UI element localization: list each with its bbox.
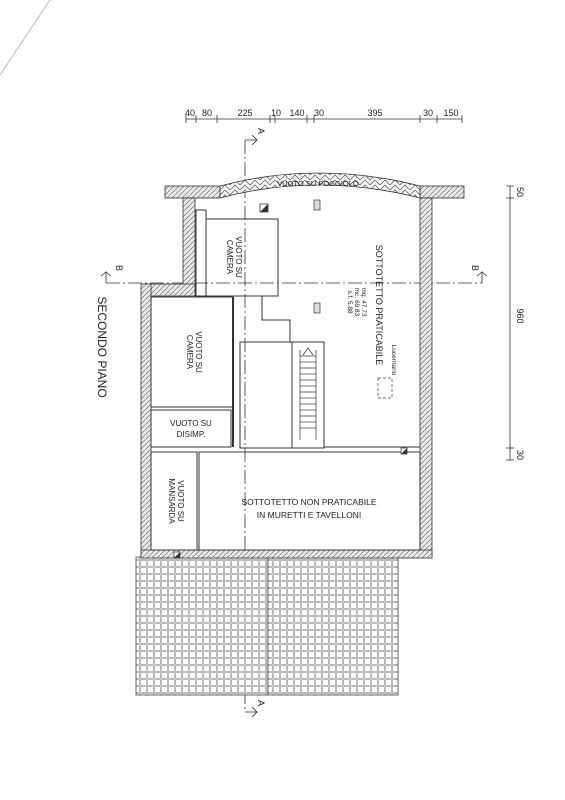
skylight-label: Lucernario <box>390 345 397 376</box>
floor-label: SECONDO PIANO <box>95 296 109 397</box>
section-mark-a-top: A <box>256 128 266 134</box>
section-mark-b-right: B <box>470 265 480 271</box>
roof-tiles-right <box>267 556 399 696</box>
attic-area-mq: mq. 47.73 <box>360 288 367 317</box>
staircase <box>299 347 317 440</box>
interior-walls <box>150 209 421 551</box>
mansarda-label-1: VUOTO SU <box>176 480 185 522</box>
section-line-a: A A <box>244 128 266 718</box>
attic-volume-mc: mc. 69.83 <box>353 288 360 317</box>
attic-sf: s.f. 5.88 <box>346 290 353 314</box>
page-fold-mark <box>0 0 51 76</box>
dim-right-3: 30 <box>515 450 525 460</box>
section-line-b: B B <box>100 265 488 284</box>
disimp-label-2: DISIMP. <box>177 430 206 439</box>
dim-top-7: 395 <box>367 108 382 118</box>
camera-top-label-2: CAMERA <box>225 240 234 275</box>
dim-top-8: 30 <box>423 108 433 118</box>
balcony <box>219 172 421 199</box>
section-mark-b-left: B <box>114 265 124 271</box>
drain-icon-3-fill <box>174 552 180 558</box>
dim-top-4: 10 <box>271 108 281 118</box>
roof-tiles-left <box>135 556 269 696</box>
dim-right-1: 50 <box>515 187 525 197</box>
non-practicable-label-2: IN MURETTI E TAVELLONI <box>257 510 361 520</box>
chimney-square <box>313 199 321 211</box>
right-dimension-line: 50 960 30 <box>506 185 525 461</box>
dim-top-6: 30 <box>314 108 324 118</box>
dim-top-9: 150 <box>443 108 458 118</box>
camera-mid-label-2: CAMERA <box>185 335 194 370</box>
skylight-icon <box>377 377 393 399</box>
dim-top-3: 225 <box>237 108 252 118</box>
column-square <box>313 302 321 314</box>
dim-top-1: 40 <box>185 108 195 118</box>
attic-title: SOTTOTETTO PRATICABILE <box>374 245 384 366</box>
drain-icon-2-fill <box>401 448 407 454</box>
non-practicable-label-1: SOTTOTETTO NON PRATICABILE <box>241 497 376 507</box>
drain-icon-fill <box>260 204 268 212</box>
camera-top-label-1: VUOTO SU <box>234 236 243 278</box>
disimp-label-1: VUOTO SU <box>170 419 212 428</box>
mansarda-label-2: MANSARDA <box>167 478 176 524</box>
dim-top-2: 80 <box>202 108 212 118</box>
camera-mid-label-1: VUOTO SU <box>194 331 203 373</box>
balcony-label: VUOTO SU POGGIOLO <box>277 179 359 188</box>
top-dimension-line: 40 80 225 10 140 30 395 30 150 <box>185 108 463 123</box>
section-mark-a-bottom: A <box>256 700 266 706</box>
dim-top-5: 140 <box>289 108 304 118</box>
dim-right-2: 960 <box>515 308 525 323</box>
